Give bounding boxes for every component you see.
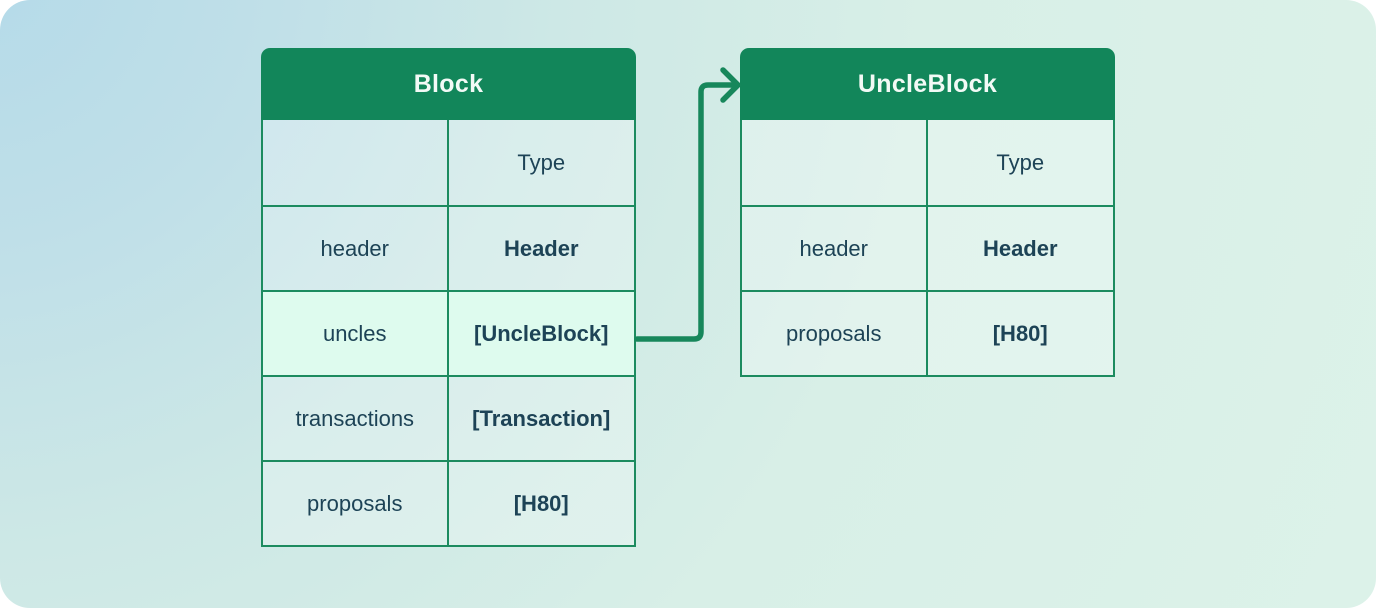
table-uncleblock-body: Type header Header proposals [H80] xyxy=(740,120,1115,377)
table-block: Block Type header Header uncles [UncleBl… xyxy=(261,48,636,547)
field-name-cell: transactions xyxy=(263,377,449,460)
field-name-cell xyxy=(263,120,449,205)
field-type-cell: [H80] xyxy=(992,320,1048,346)
table-uncleblock: UncleBlock Type header Header proposals … xyxy=(740,48,1115,377)
type-column-header: Type xyxy=(996,149,1045,175)
table-row-header: header Header xyxy=(742,205,1113,290)
table-uncleblock-title: UncleBlock xyxy=(740,48,1115,120)
table-row-column-header: Type xyxy=(742,120,1113,205)
table-row-proposals: proposals [H80] xyxy=(742,290,1113,375)
field-type-cell: [UncleBlock] xyxy=(474,320,609,346)
field-name-cell: header xyxy=(742,207,928,290)
field-type-cell: [Transaction] xyxy=(472,405,611,431)
field-name-cell xyxy=(742,120,928,205)
table-row-proposals: proposals [H80] xyxy=(263,460,634,545)
type-column-header: Type xyxy=(517,149,566,175)
field-name-cell: uncles xyxy=(263,292,449,375)
field-name-cell: header xyxy=(263,207,449,290)
table-row-header: header Header xyxy=(263,205,634,290)
table-block-body: Type header Header uncles [UncleBlock] t… xyxy=(261,120,636,547)
field-name-cell: proposals xyxy=(742,292,928,375)
table-block-title: Block xyxy=(261,48,636,120)
field-name-cell: proposals xyxy=(263,462,449,545)
table-row-transactions: transactions [Transaction] xyxy=(263,375,634,460)
table-row-column-header: Type xyxy=(263,120,634,205)
field-type-cell: Header xyxy=(982,235,1058,261)
table-row-uncles: uncles [UncleBlock] xyxy=(263,290,634,375)
field-type-cell: Header xyxy=(503,235,579,261)
field-type-cell: [H80] xyxy=(513,490,569,516)
